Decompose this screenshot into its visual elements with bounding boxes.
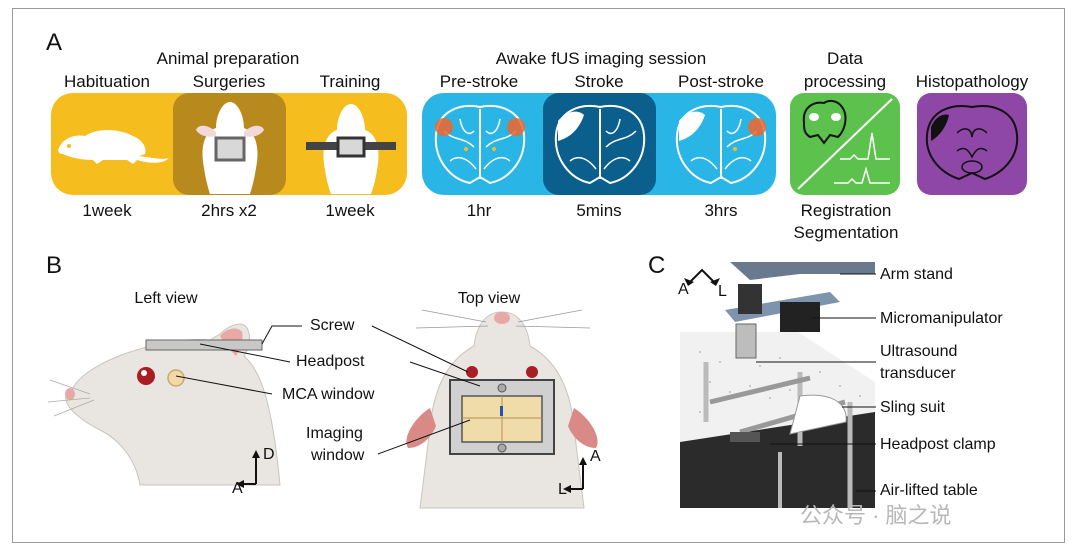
label-air-lifted-table: Air-lifted table — [880, 482, 978, 499]
group-animal-preparation: Animal preparation — [156, 49, 300, 68]
pre-stroke-brain-icon — [434, 105, 526, 185]
stage-label-training: Training — [319, 72, 381, 91]
label-ultrasound-line2: transducer — [880, 365, 956, 382]
label-mca-window: MCA window — [282, 386, 375, 403]
stage-label-stroke: Stroke — [574, 72, 624, 91]
stage-label-post-stroke: Post-stroke — [678, 72, 764, 91]
label-micromanipulator: Micromanipulator — [880, 310, 1003, 327]
label-sling-suit: Sling suit — [880, 399, 945, 416]
watermark: 公众号 · 脑之说 — [800, 503, 952, 528]
stage-label-pre-stroke: Pre-stroke — [439, 72, 519, 91]
brain-section-icon — [925, 105, 1019, 181]
surgery-rat-icon — [196, 102, 264, 194]
stage-label-surgeries: Surgeries — [192, 72, 266, 91]
histopathology-box — [917, 93, 1027, 195]
rat-head-top-illustration — [406, 309, 598, 509]
registration-plot-icon — [797, 98, 893, 190]
group-data-processing-line1: Data — [827, 49, 863, 68]
duration-post-stroke: 3hrs — [704, 201, 738, 220]
left-axis-d-label: D — [263, 446, 275, 463]
stage-label-habituation: Habituation — [63, 72, 151, 91]
figure-frame — [12, 8, 1065, 543]
label-headpost-clamp: Headpost clamp — [880, 436, 996, 453]
left-axis-a-label: A — [232, 480, 243, 497]
panel-c-axis-a-label: A — [678, 281, 689, 298]
duration-stroke: 5mins — [576, 201, 622, 220]
training-rat-icon — [306, 104, 396, 194]
group-histopathology: Histopathology — [915, 72, 1029, 91]
group-data-processing: processing — [803, 72, 887, 91]
data-sub-registration: Registration — [800, 201, 892, 220]
label-headpost: Headpost — [296, 353, 365, 370]
top-axis-a-label: A — [590, 448, 601, 465]
top-view-title: Top view — [457, 290, 521, 307]
panel-c-axes-icon — [684, 268, 720, 286]
group-awake-imaging: Awake fUS imaging session — [495, 49, 707, 68]
stroke-brain-icon — [554, 105, 646, 185]
panel-a-letter: A — [46, 29, 63, 56]
rig-setup-illustration — [680, 262, 875, 508]
label-screw: Screw — [310, 317, 355, 334]
duration-surgeries: 2hrs x2 — [201, 201, 257, 220]
panel-b-letter: B — [46, 252, 63, 279]
post-stroke-brain-icon — [675, 105, 767, 185]
top-view-axes-icon — [563, 457, 587, 493]
label-imaging-line1: Imaging — [306, 425, 363, 442]
label-ultrasound-line1: Ultrasound — [880, 343, 958, 360]
duration-habituation: 1week — [82, 201, 132, 220]
label-imaging-line2: window — [311, 447, 365, 464]
rat-silhouette-icon — [58, 130, 169, 164]
duration-pre-stroke: 1hr — [466, 201, 492, 220]
panel-c-letter: C — [648, 252, 666, 279]
label-arm-stand: Arm stand — [880, 266, 953, 283]
panel-c-axis-l-label: L — [718, 283, 727, 300]
duration-training: 1week — [325, 201, 375, 220]
top-axis-l-label: L — [558, 481, 567, 498]
data-sub-segmentation: Segmentation — [793, 223, 899, 242]
left-view-axes-icon — [236, 450, 260, 488]
left-view-title: Left view — [134, 290, 198, 307]
